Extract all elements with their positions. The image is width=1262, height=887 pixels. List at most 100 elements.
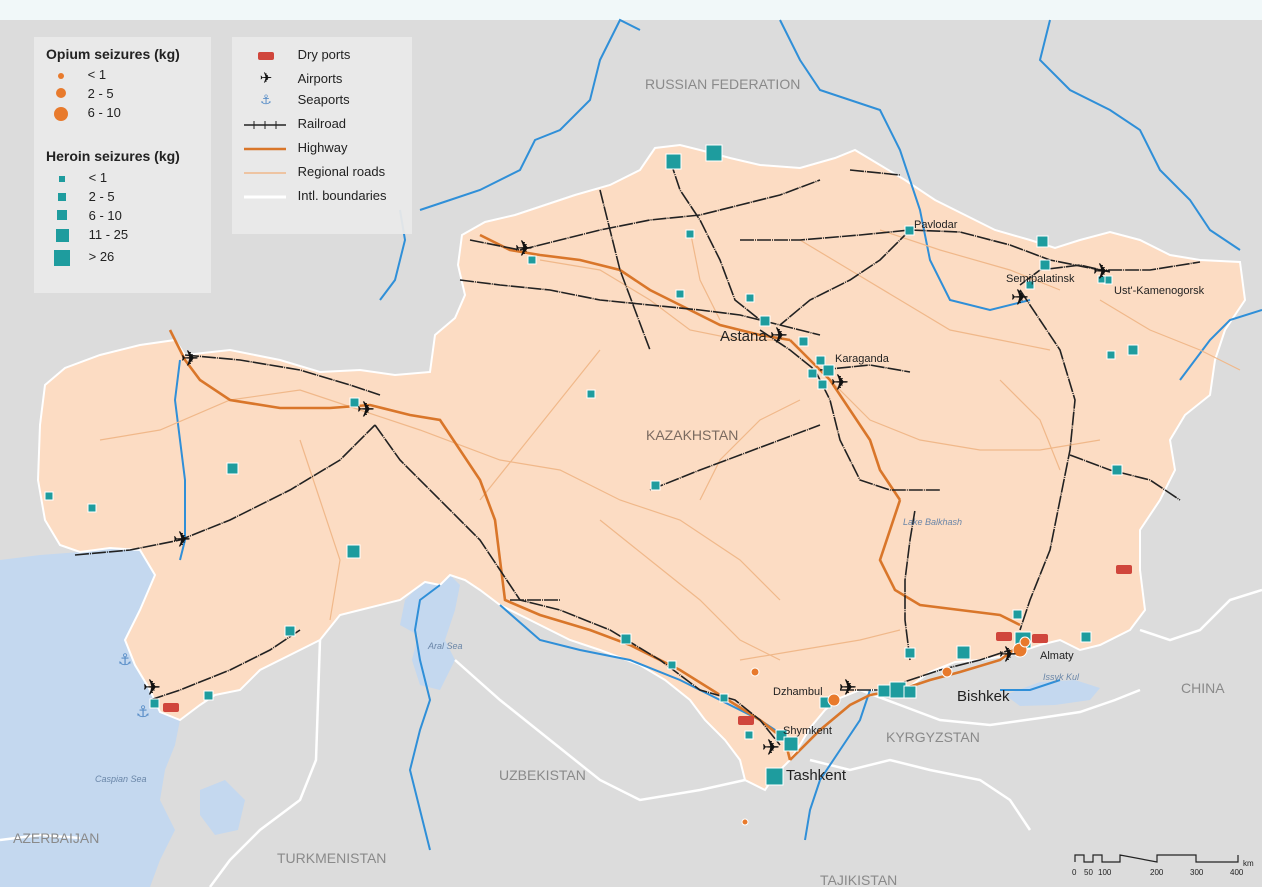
opium-legend-label: 6 - 10 [87,105,121,120]
heroin-seizure-marker [877,684,891,698]
opium-seizure-marker [941,666,953,678]
heroin-seizure-marker [815,355,826,366]
heroin-legend-label: 2 - 5 [88,189,115,204]
heroin-seizure-marker [765,767,784,786]
heroin-legend-item: > 26 [54,249,114,266]
boundary-line [244,195,286,199]
heroin-marker-icon [59,176,65,182]
heroin-seizure-marker [685,229,695,239]
aral-sea [400,570,460,690]
water-label-issyk-kul: Issyk Kul [1043,672,1080,682]
legend-label: Airports [297,71,343,86]
dry-ports [163,565,1132,725]
heroin-seizure-marker [719,693,729,703]
heroin-seizure-marker [1012,609,1023,620]
airports: ✈ ✈ ✈ ✈ ✈ ✈ ✈ ✈ ✈ ✈ ✈ ✈ [143,237,1111,761]
city-label-ust-kamenogorsk: Ust'-Kamenogorsk [1114,285,1205,297]
issyk-kul [1005,680,1100,706]
heroin-seizure-marker [1111,464,1123,476]
country-label-kazakhstan: KAZAKHSTAN [646,427,738,443]
scale-tick-50: 50 [1084,868,1093,877]
city-label-dzhambul: Dzhambul [773,686,823,698]
legend-item-seaports: ⚓ Seaports [258,92,350,108]
heroin-seizure-marker [44,491,54,501]
seaports: ⚓ ⚓ [118,650,150,721]
heroin-seizure-marker [1025,280,1035,290]
legend-label: Seaports [297,92,350,107]
opium-seizure-marker [827,693,841,707]
airport-icon: ✈ [181,347,199,372]
water-label-aral: Aral Sea [427,641,463,651]
heroin-marker-icon [57,210,67,220]
heroin-seizure-marker [1127,344,1139,356]
opium-seizure-marker [741,818,749,826]
heroin-seizure-marker [744,730,754,740]
legend-label: Railroad [297,116,347,131]
heroin-marker-icon [58,193,66,201]
country-label-turkmenistan: TURKMENISTAN [277,850,386,866]
legend-item-dry-ports: Dry ports [258,47,350,62]
opium-markers [741,636,1031,826]
dry-port-icon [163,703,179,712]
seizures-legend: Opium seizures (kg) < 1 2 - 5 6 - 10 Her… [34,37,211,293]
airport-icon: ✈ [839,676,857,701]
country-label-azerbaijan: AZERBAIJAN [13,830,99,846]
dry-port-icon [738,716,754,725]
scale-bar [1074,854,1239,863]
legend-item-regional-roads: Regional roads [244,164,385,179]
airport-icon: ✈ [259,69,273,87]
caspian-sea [0,548,180,887]
legend-item-railroad: Railroad [244,116,346,131]
heroin-seizure-marker [665,153,682,170]
heroin-seizure-marker [775,729,788,742]
anchor-icon: ⚓ [260,93,272,108]
opium-legend-label: < 1 [87,67,107,82]
kazakhstan-territory [36,143,1247,792]
heroin-seizure-marker [903,685,917,699]
city-label-almaty: Almaty [1040,650,1074,662]
city-labels: Astana Karaganda Pavlodar Semipalatinsk … [720,219,1205,784]
opium-legend-title: Opium seizures (kg) [46,46,180,62]
opium-legend-item: < 1 [54,67,106,82]
heroin-seizure-marker [667,660,677,670]
heroin-seizure-marker [1080,631,1092,643]
heroin-legend-item: 2 - 5 [54,189,115,204]
country-label-russia: RUSSIAN FEDERATION [645,76,800,92]
heroin-seizure-marker [1039,259,1051,271]
heroin-seizure-marker [783,736,799,752]
heroin-seizure-marker [956,645,971,660]
scale-tick-400: 400 [1230,868,1244,877]
city-label-bishkek: Bishkek [957,688,1010,705]
dry-port-icon [996,632,1012,641]
regional-road-line [244,171,286,174]
heroin-seizure-marker [759,315,771,327]
heroin-seizure-marker [346,544,361,559]
heroin-seizure-marker [1097,275,1106,284]
heroin-marker-icon [55,229,69,243]
heroin-seizure-marker [87,503,97,513]
heroin-seizure-marker [650,480,661,491]
heroin-seizure-marker [822,364,835,377]
heroin-legend-item: 11 - 25 [54,227,128,243]
heroin-seizure-marker [705,144,723,162]
city-label-shymkent: Shymkent [783,725,832,737]
heroin-seizure-marker [149,698,160,709]
heroin-legend-label: < 1 [88,170,108,185]
water-label-caspian: Caspian Sea [95,774,147,784]
legend-label: Dry ports [297,47,351,62]
legend-label: Highway [297,140,348,155]
heroin-seizure-marker [798,336,809,347]
city-label-pavlodar: Pavlodar [914,219,958,231]
heroin-seizure-marker [817,379,828,390]
legend-label: Regional roads [297,164,386,179]
legend-item-highway: Highway [244,140,347,155]
airport-icon: ✈ [357,398,375,423]
heroin-seizure-marker [284,625,296,637]
airport-icon: ✈ [831,371,849,396]
scale-unit: km [1243,859,1254,868]
scale-tick-300: 300 [1190,868,1204,877]
airport-icon: ✈ [1011,286,1029,311]
country-label-china: CHINA [1181,680,1225,696]
water-label-balkhash: Lake Balkhash [903,517,962,527]
heroin-markers [44,144,1139,786]
